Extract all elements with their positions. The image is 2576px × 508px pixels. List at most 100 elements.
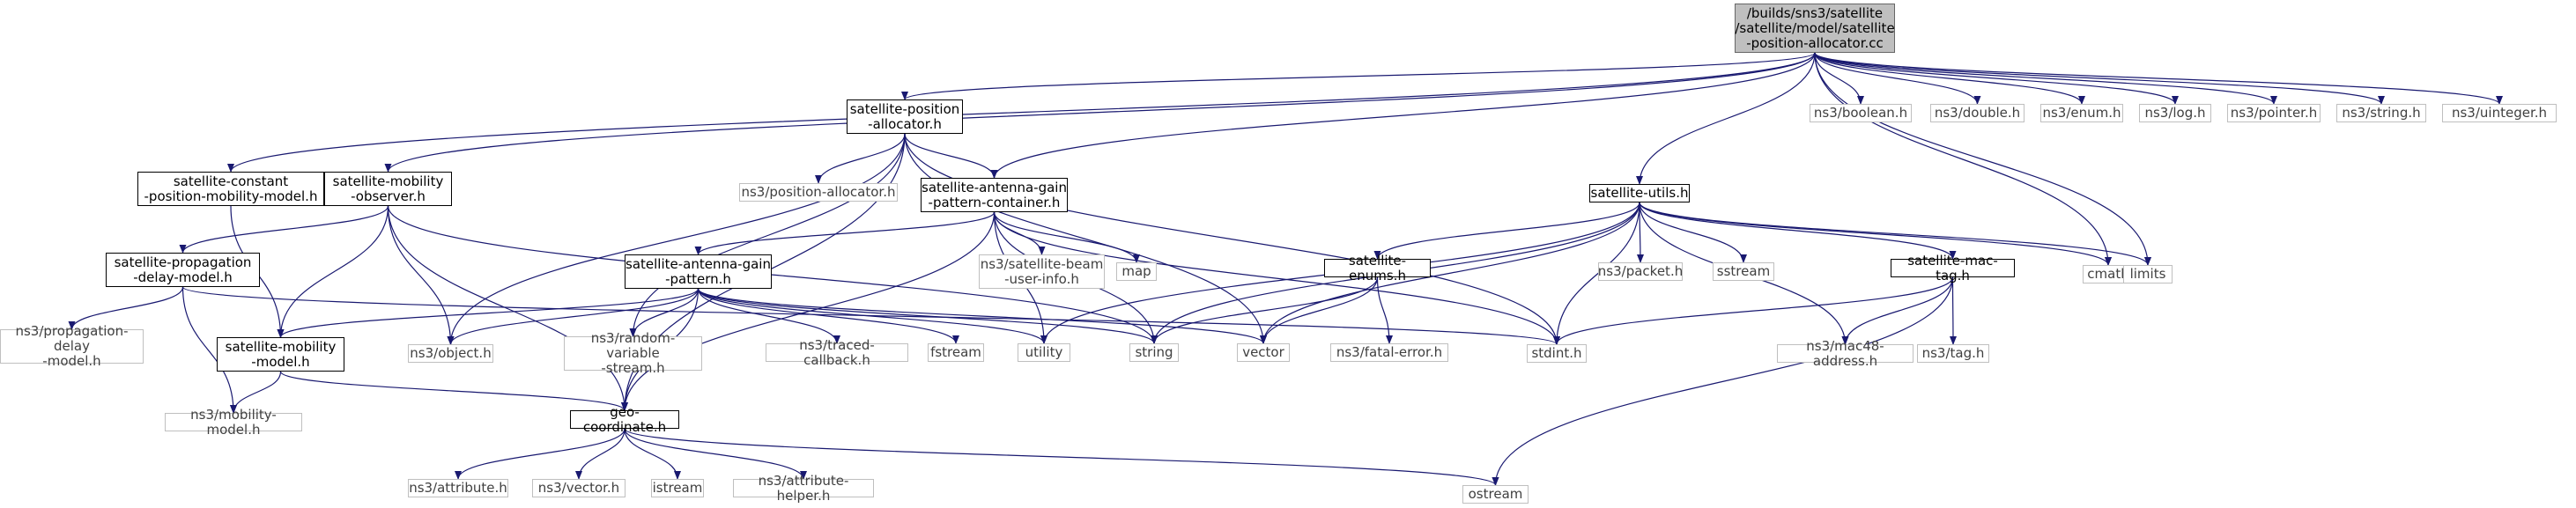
node-root: /builds/sns3/satellite /satellite/model/… (1735, 4, 1895, 53)
edge-root-to-spa (901, 52, 1816, 100)
node-ns3-enum-h: ns3/enum.h (2040, 104, 2123, 122)
edge-smt-to-tag (1949, 276, 1957, 345)
node-ns3-propagation-delay-model-h: ns3/propagation-delay -model.h (0, 324, 144, 369)
edge-su-to-smt (1639, 202, 1957, 260)
edge-sen-to-fatal (1376, 276, 1393, 344)
edge-spa-to-vector (904, 133, 1267, 344)
node-ns3-pointer-h: ns3/pointer.h (2227, 104, 2321, 122)
edge-sen-to-string (1151, 276, 1379, 344)
node-ns3-tag-h: ns3/tag.h (1917, 344, 1989, 363)
node-fstream: fstream (928, 343, 984, 362)
node-satellite-propagation-delay-model-h[interactable]: satellite-propagation -delay-model.h (106, 253, 260, 287)
node-ns3-object-h: ns3/object.h (408, 344, 493, 363)
edge-root-to-su (1636, 52, 1816, 185)
node-map: map (1116, 262, 1157, 281)
edge-spa-to-rvs (629, 133, 906, 337)
node-ns3-log-h: ns3/log.h (2139, 104, 2211, 122)
edge-smo-to-geo (387, 205, 628, 411)
edge-smt-to-stdint (1553, 276, 1954, 345)
edge-spa-to-stdint (904, 133, 1560, 345)
edge-su-to-limits (1639, 202, 2151, 266)
node-geo-coordinate-h[interactable]: geo-coordinate.h (570, 404, 679, 434)
edge-smm-to-geo (279, 371, 628, 411)
edge-smt-to-mac48 (1841, 276, 1954, 345)
node-satellite-utils-h[interactable]: satellite-utils.h (1589, 184, 1690, 202)
edge-sagp-to-rvs (629, 288, 700, 337)
node-ns3-boolean-h: ns3/boolean.h (1810, 104, 1912, 122)
edge-su-to-cmath (1639, 202, 2112, 266)
edge-root-to-limits (1814, 52, 2151, 266)
edge-smo-to-smm (277, 205, 389, 338)
edge-sagp-to-string (697, 288, 1158, 344)
node-istream: istream (651, 479, 704, 497)
edge-root-to-pointer (1814, 52, 2277, 105)
edge-su-to-vector (1260, 202, 1640, 344)
edge-spa-to-object (447, 133, 906, 345)
node-satellite-antenna-gain-pattern-container-h[interactable]: satellite-antenna-gain -pattern-containe… (921, 178, 1068, 212)
edge-smo-to-object (387, 205, 455, 345)
node-sstream: sstream (1713, 262, 1774, 281)
edge-sen-to-vector (1260, 276, 1379, 344)
edge-root-to-log (1814, 52, 2179, 105)
edge-root-to-nsstring (1814, 52, 2385, 105)
edge-root-to-scpm (227, 52, 1816, 173)
edge-sagp-to-vector (697, 288, 1267, 344)
edge-root-to-enum (1814, 52, 2085, 105)
node-cmath: cmath (2083, 265, 2134, 283)
node-utility: utility (1018, 343, 1070, 362)
edge-root-to-uinteger (1814, 52, 2503, 105)
edge-spa-to-posalloc (815, 133, 906, 184)
edge-geo-to-nsvector (575, 428, 625, 480)
edge-geo-to-attrhelper (624, 428, 807, 480)
node-vector: vector (1237, 343, 1290, 362)
node-ostream: ostream (1462, 485, 1529, 504)
edge-spd-to-mobmodel (181, 286, 237, 414)
node-ns3-packet-h: ns3/packet.h (1597, 262, 1684, 281)
node-satellite-mac-tag-h[interactable]: satellite-mac-tag.h (1891, 253, 2015, 283)
edge-sagpc-to-stdint (993, 211, 1560, 345)
edge-smo-to-spd (179, 205, 389, 254)
edge-sagp-to-smm (277, 288, 700, 338)
edge-smt-to-ostream (1492, 276, 1954, 486)
node-limits: limits (2123, 265, 2173, 283)
node-ns3-vector-h: ns3/vector.h (532, 479, 625, 497)
edge-su-to-sstream (1639, 202, 1747, 263)
edge-geo-to-attribute (455, 428, 625, 480)
node-ns3-mac48-address-h: ns3/mac48-address.h (1777, 338, 1913, 368)
node-ns3-fatal-error-h: ns3/fatal-error.h (1330, 343, 1448, 362)
node-satellite-mobility-observer-h[interactable]: satellite-mobility -observer.h (324, 172, 452, 206)
edge-sagpc-to-sagp (694, 211, 996, 255)
edge-spd-to-pdm (68, 286, 184, 330)
node-satellite-antenna-gain-pattern-h[interactable]: satellite-antenna-gain -pattern.h (625, 254, 772, 289)
node-satellite-mobility-model-h[interactable]: satellite-mobility -model.h (217, 337, 344, 372)
edge-sagp-to-tcb (697, 288, 840, 344)
edge-su-to-sen (1373, 202, 1640, 260)
edge-root-to-boolean (1814, 52, 1864, 105)
edge-smm-to-mobmodel (230, 371, 282, 414)
node-ns3-random-variable-stream-h: ns3/random-variable -stream.h (564, 331, 702, 376)
node-satellite-position-allocator-h[interactable]: satellite-position -allocator.h (847, 99, 963, 134)
node-ns3-uinteger-h: ns3/uinteger.h (2442, 104, 2557, 122)
node-string: string (1129, 343, 1179, 362)
edge-geo-to-ostream (624, 428, 1499, 486)
node-ns3-attribute-helper-h: ns3/attribute-helper.h (733, 473, 874, 503)
node-ns3-position-allocator-h: ns3/position-allocator.h (739, 183, 898, 202)
edge-sagpc-to-map (993, 211, 1140, 263)
node-ns3-double-h: ns3/double.h (1930, 104, 2025, 122)
node-ns3-traced-callback-h: ns3/traced-callback.h (766, 337, 908, 367)
node-satellite-constant-position-mobility-model-h[interactable]: satellite-constant -position-mobility-mo… (137, 172, 324, 206)
node-satellite-enums-h[interactable]: satellite-enums.h (1324, 253, 1431, 283)
edge-sagp-to-fstream (697, 288, 959, 344)
edge-root-to-sagpc (990, 52, 1816, 179)
node-ns3-attribute-h: ns3/attribute.h (408, 479, 508, 497)
node-stdint-h: stdint.h (1527, 344, 1587, 363)
edge-root-to-cmath (1814, 52, 2112, 266)
edge-root-to-double (1814, 52, 1981, 105)
node-ns3-string-h: ns3/string.h (2336, 104, 2426, 122)
edge-sagp-to-utility (697, 288, 1047, 344)
edge-spa-to-sagpc (904, 133, 998, 179)
node-ns3-satellite-beam-user-info-h: ns3/satellite-beam -user-info.h (979, 254, 1105, 289)
node-ns3-mobility-model-h: ns3/mobility-model.h (165, 407, 302, 437)
